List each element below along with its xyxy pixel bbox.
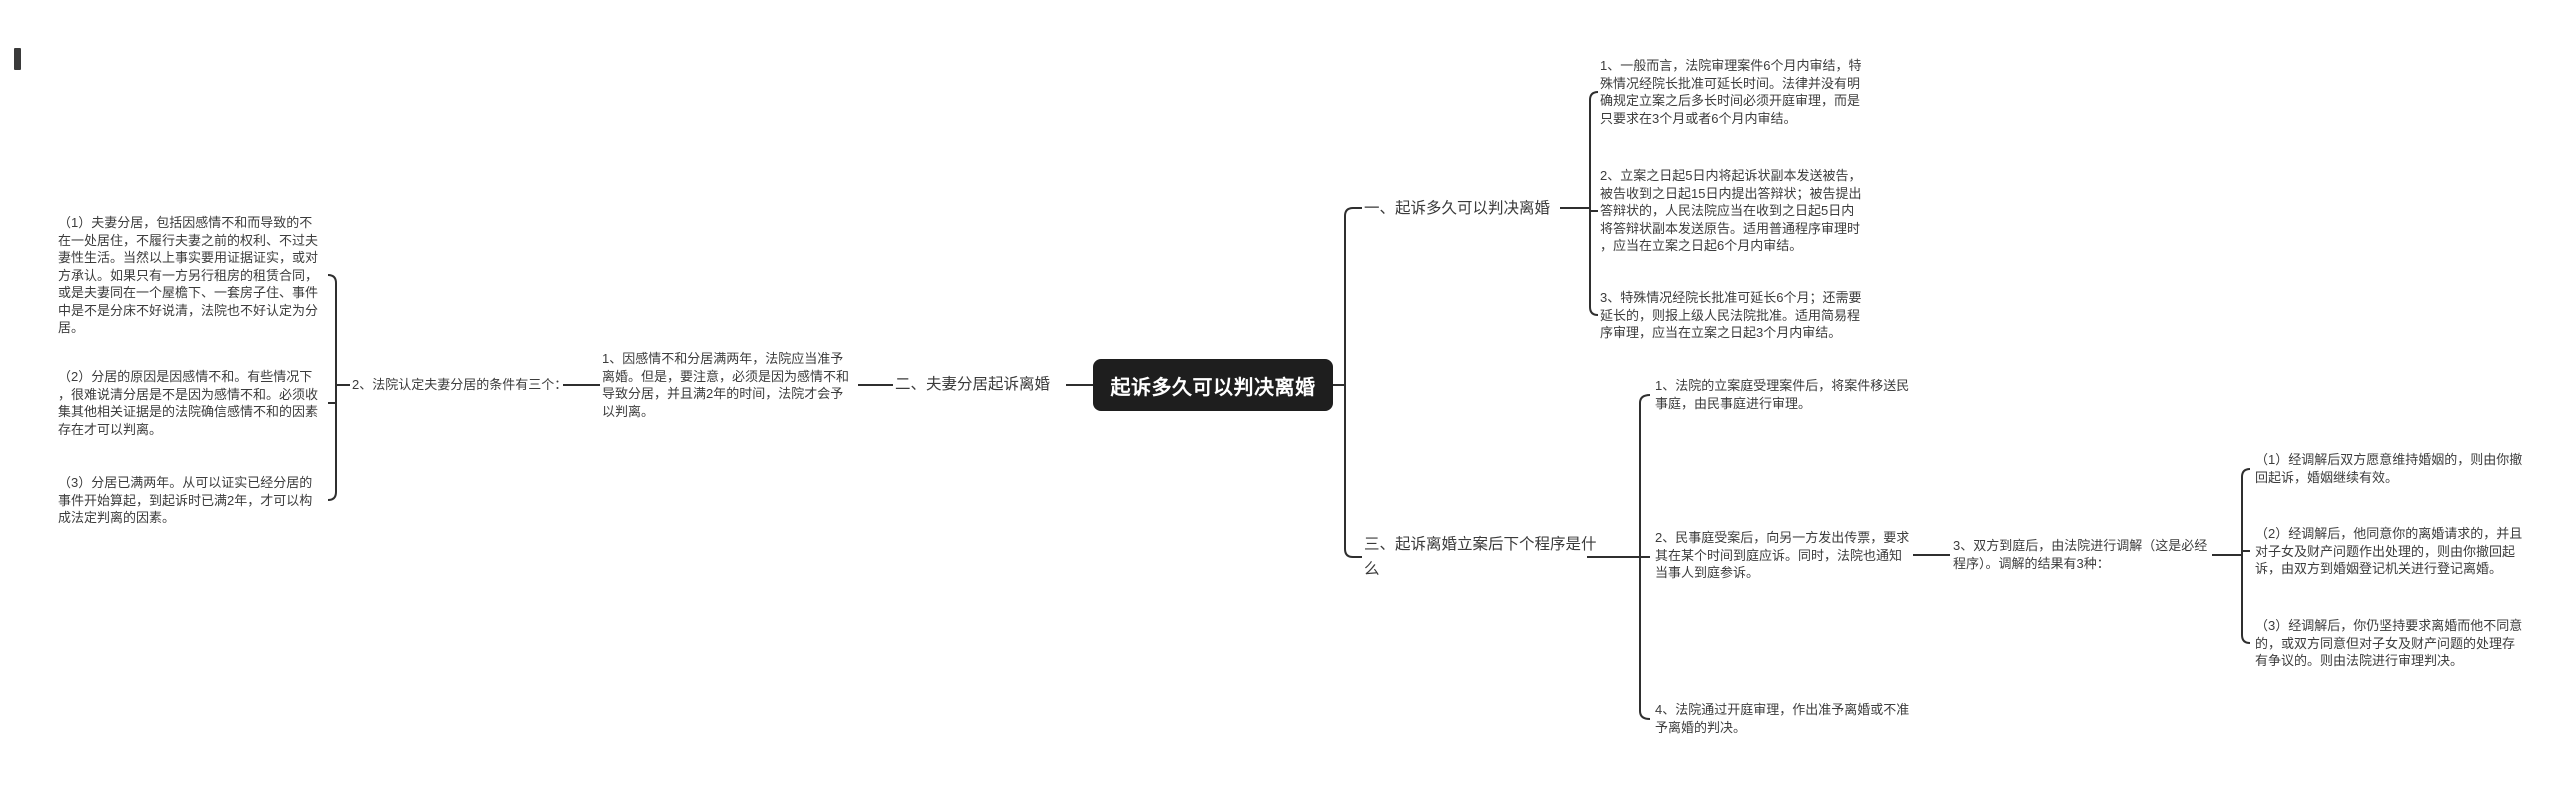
branch-2-conditions-title[interactable]: 2、法院认定夫妻分居的条件有三个： xyxy=(352,377,568,392)
mediation-result-3[interactable]: （3）经调解后，你仍坚持要求离婚而他不同意的，或双方同意但对子女及财产问题的处理… xyxy=(2255,618,2523,668)
connector-cond-bracket xyxy=(327,274,337,501)
branch-2-condition-3[interactable]: （3）分居已满两年。从可以证实已经分居的事件开始算起，到起诉时已满2年，才可以构… xyxy=(58,475,313,525)
branch-3-step-4[interactable]: 4、法院通过开庭审理，作出准予离婚或不准予离婚的判决。 xyxy=(1655,702,1910,735)
mediation-result-1[interactable]: （1）经调解后双方愿意维持婚姻的，则由你撤回起诉，婚姻继续有效。 xyxy=(2255,452,2523,485)
branch-1-point-2[interactable]: 2、立案之日起5日内将起诉状副本发送被告，被告收到之日起15日内提出答辩状；被告… xyxy=(1600,168,1862,253)
mediation-result-2[interactable]: （2）经调解后，他同意你的离婚请求的，并且对子女及财产问题作出处理的，则由你撤回… xyxy=(2255,526,2523,576)
connector-right-trunk xyxy=(1344,207,1362,558)
branch-1-label[interactable]: 一、起诉多久可以判决离婚 xyxy=(1364,200,1551,217)
branch-1-point-1[interactable]: 1、一般而言，法院审理案件6个月内审结，特殊情况经院长批准可延长时间。法律并没有… xyxy=(1600,58,1862,126)
connector-b1-bracket xyxy=(1589,91,1599,316)
branch-2-label[interactable]: 二、夫妻分居起诉离婚 xyxy=(895,376,1051,393)
branch-3-step-2[interactable]: 2、民事庭受案后，向另一方发出传票，要求其在某个时间到庭应诉。同时，法院也通知当… xyxy=(1655,530,1910,580)
branch-3-label[interactable]: 三、起诉离婚立案后下个程序是什么 xyxy=(1364,536,1597,578)
artifact-mark xyxy=(14,48,21,70)
connector-results-bracket xyxy=(2241,468,2251,644)
branch-1-point-3[interactable]: 3、特殊情况经院长批准可延长6个月；还需要延长的，则报上级人民法院批准。适用简易… xyxy=(1600,290,1862,340)
branch-2-condition-2[interactable]: （2）分居的原因是因感情不和。有些情况下，很难说清分居是不是因为感情不和。必须收… xyxy=(58,369,319,437)
branch-2-separation-note[interactable]: 1、因感情不和分居满两年，法院应当准予离婚。但是，要注意，必须是因为感情不和导致… xyxy=(602,351,850,419)
root-node[interactable]: 起诉多久可以判决离婚 xyxy=(1093,359,1333,411)
branch-2-condition-1[interactable]: （1）夫妻分居，包括因感情不和而导致的不在一处居住，不履行夫妻之前的权利、不过夫… xyxy=(58,215,319,335)
branch-3-step-3-mediation[interactable]: 3、双方到庭后，由法院进行调解（这是必经程序）。调解的结果有3种： xyxy=(1953,538,2208,571)
branch-3-step-1[interactable]: 1、法院的立案庭受理案件后，将案件移送民事庭，由民事庭进行审理。 xyxy=(1655,378,1910,411)
